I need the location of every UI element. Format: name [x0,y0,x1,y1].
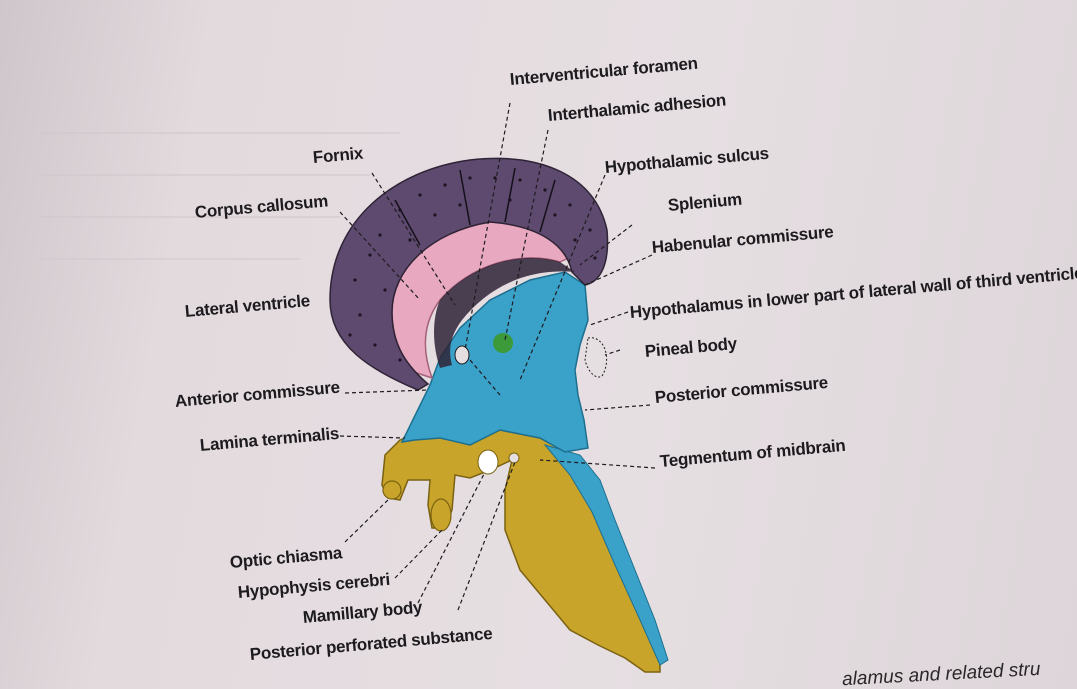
interventricular-foramen-shape [455,346,469,364]
hypophysis-shape [431,499,451,531]
mamillary-body-shape [478,450,498,474]
interthalamic-adhesion-dot [493,333,513,353]
optic-chiasma-shape [383,481,401,499]
mamillary-body-small [509,453,519,463]
pineal-body-shape [585,338,607,377]
